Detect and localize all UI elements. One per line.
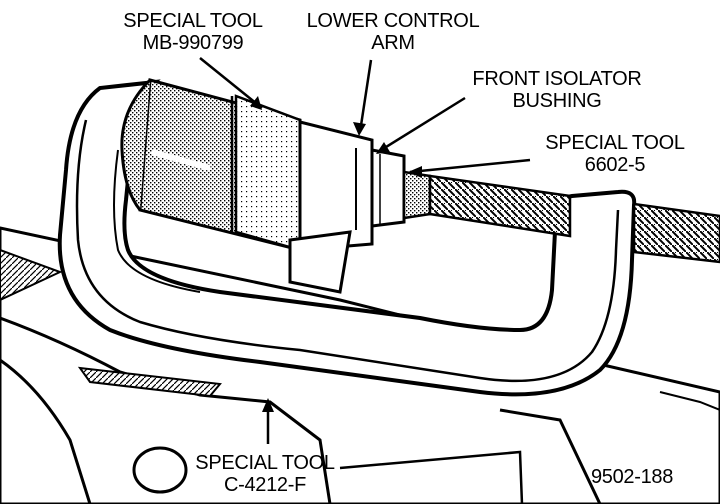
callout-label-line1: SPECIAL TOOL (545, 132, 685, 154)
callout-label-line2: 6602-5 (584, 154, 646, 176)
front-isolator-bushing (370, 148, 406, 228)
callout-mb-990799: SPECIAL TOOL MB-990799 (108, 10, 278, 54)
special-tool-mb-990799-receiver (120, 78, 302, 252)
lower-control-arm-boss (288, 120, 374, 294)
callout-6602-5: SPECIAL TOOL 6602-5 (530, 132, 700, 176)
callout-front-isolator-bushing: FRONT ISOLATOR BUSHING (452, 68, 662, 112)
figure-number: 9502-188 (590, 466, 674, 488)
callout-label-line2: C-4212-F (223, 474, 307, 496)
forcing-screw-thread (428, 174, 720, 264)
callout-label-line1: LOWER CONTROL (306, 10, 480, 32)
callout-arrowheads (250, 96, 422, 412)
callout-label-line1: SPECIAL TOOL (195, 452, 335, 474)
special-tool-6602-5 (402, 170, 432, 220)
callout-lower-control-arm: LOWER CONTROL ARM (298, 10, 488, 54)
callout-leaders (199, 57, 531, 504)
special-tool-c-4212-f-frame (57, 79, 637, 397)
callout-label-line2: MB-990799 (142, 32, 244, 54)
callout-c-4212-f: SPECIAL TOOL C-4212-F (180, 452, 350, 496)
callout-label-line1: SPECIAL TOOL (123, 10, 263, 32)
callout-label-line2: BUSHING (512, 90, 602, 112)
callout-label-line1: FRONT ISOLATOR (472, 68, 642, 90)
callout-label-line2: ARM (371, 32, 415, 54)
